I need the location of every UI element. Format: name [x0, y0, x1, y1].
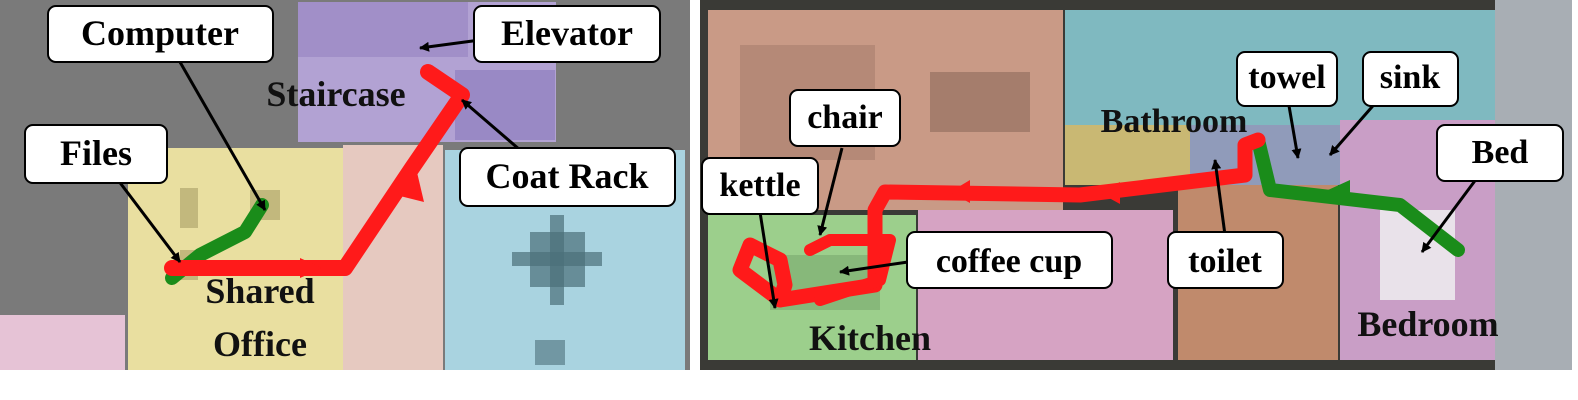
- callout-box-towel: [1236, 51, 1338, 107]
- toilet-arrow: [1211, 159, 1227, 236]
- callout-box-bed: [1436, 124, 1564, 182]
- callout-box-coffee-cup: [906, 231, 1113, 289]
- callout-box-sink: [1362, 51, 1459, 107]
- office-floorplan-panel: Staircase Shared Office Computer Elevato…: [0, 0, 690, 370]
- callout-box-chair: [789, 89, 901, 147]
- bed-arrow: [1420, 177, 1479, 253]
- files-arrow: [116, 179, 182, 263]
- callout-label-sink: sink: [1380, 59, 1441, 96]
- callout-box-elevator: [473, 5, 661, 63]
- callout-label-coat-rack: Coat Rack: [486, 156, 649, 196]
- chair-arrow: [817, 147, 844, 236]
- computer-arrow: [178, 61, 267, 211]
- room-label-bathroom: Bathroom: [1101, 103, 1248, 140]
- towel-arrow: [1286, 99, 1302, 159]
- callout-label-chair: chair: [807, 99, 883, 136]
- callout-label-files: Files: [60, 133, 132, 173]
- room-label-shared-office-line2: Office: [213, 324, 307, 364]
- elevator-arrow: [419, 38, 481, 52]
- green-path: [1251, 133, 1465, 257]
- callout-label-toilet: toilet: [1188, 243, 1262, 280]
- callout-box-kettle: [701, 157, 819, 215]
- sink-arrow: [1328, 99, 1380, 156]
- kettle-arrow: [758, 211, 779, 309]
- callout-box-files: [24, 124, 168, 184]
- apartment-floorplan: Bathroom Kitchen Bedroom towel sink chai…: [700, 0, 1572, 370]
- callout-label-bed: Bed: [1472, 134, 1529, 171]
- callout-box-toilet: [1167, 231, 1284, 289]
- coffee-cup-arrow: [839, 260, 909, 276]
- callout-label-coffee-cup: coffee cup: [936, 243, 1082, 280]
- callout-box-computer: [47, 5, 274, 63]
- room-label-shared-office-line1: Shared: [205, 271, 314, 311]
- room-label-kitchen: Kitchen: [809, 318, 931, 358]
- shared-office-region: [128, 148, 343, 370]
- room-label-staircase: Staircase: [266, 74, 405, 114]
- red-path: [164, 64, 470, 276]
- callout-label-elevator: Elevator: [501, 13, 633, 53]
- room-label-bedroom: Bedroom: [1357, 304, 1498, 344]
- elevator-region: [298, 2, 468, 57]
- callout-label-kettle: kettle: [719, 167, 800, 204]
- callout-label-towel: towel: [1248, 59, 1325, 96]
- apartment-floorplan-panel: Bathroom Kitchen Bedroom towel sink chai…: [700, 0, 1572, 370]
- callout-box-coat-rack: [459, 147, 676, 207]
- office-floorplan: Staircase Shared Office Computer Elevato…: [0, 0, 690, 370]
- coat-rack-arrow: [461, 98, 521, 152]
- callout-label-computer: Computer: [81, 13, 239, 53]
